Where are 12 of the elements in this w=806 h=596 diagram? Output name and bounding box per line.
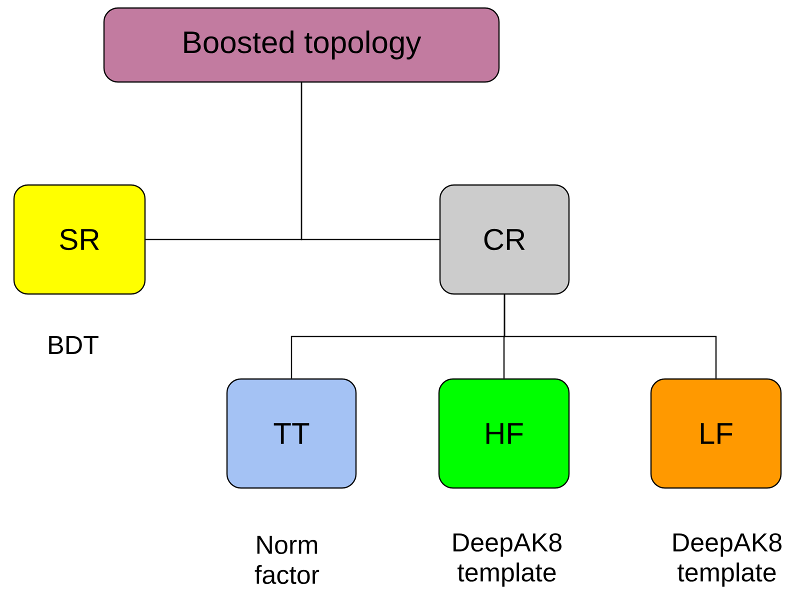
note-text: DeepAK8 template <box>454 533 562 587</box>
rounded-box: LF <box>650 378 782 489</box>
rounded-box: TT <box>226 378 357 489</box>
note-text: BDT <box>49 336 98 354</box>
connector-line <box>300 82 440 240</box>
note-text: Norm factor <box>254 536 320 584</box>
rounded-box: HF <box>438 378 570 489</box>
connector-line <box>504 294 717 378</box>
note-text: DeepAK8 template <box>673 533 782 587</box>
rounded-box: Boosted topology <box>103 7 500 83</box>
rounded-box: CR <box>439 184 570 295</box>
rounded-box: SR <box>13 184 146 295</box>
